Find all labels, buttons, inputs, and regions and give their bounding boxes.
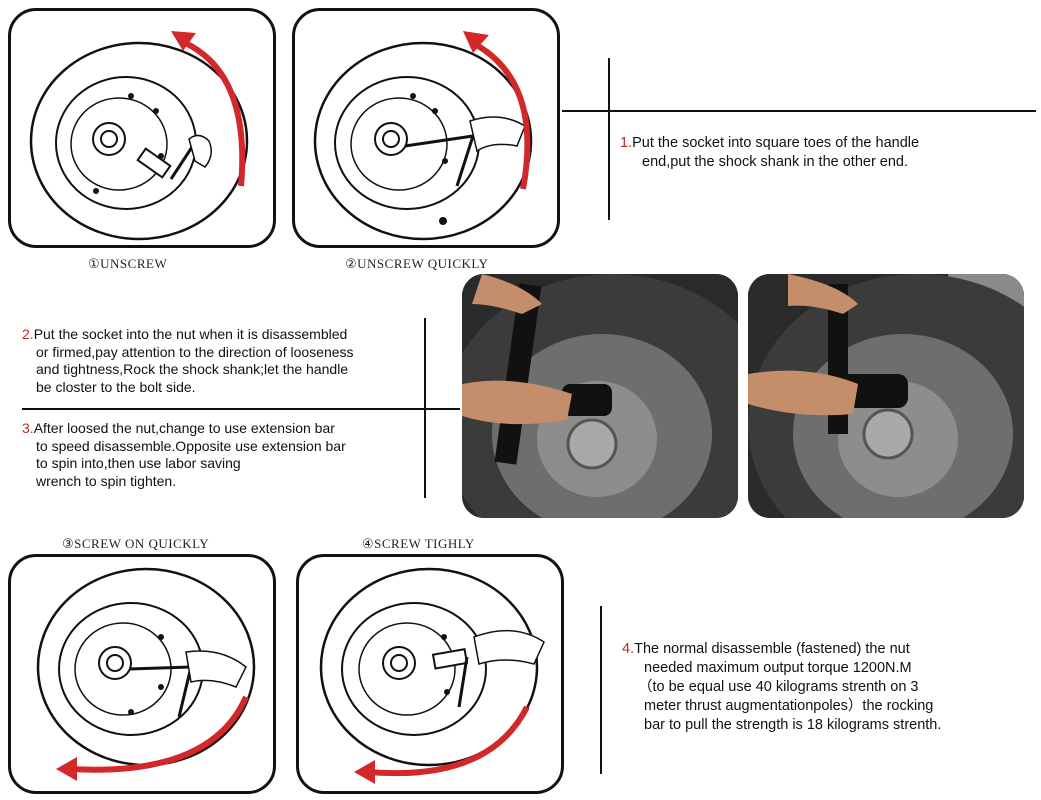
divider-step4-vertical: [600, 606, 602, 774]
diagram-unscrew: [8, 8, 276, 248]
step3-number: 3.: [22, 420, 34, 436]
caption-unscrew: ①UNSCREW: [88, 256, 168, 271]
diagram-screw-tighly: [296, 554, 564, 794]
step4-number: 4.: [622, 641, 635, 657]
step2-line1: Put the socket into the nut when it is d…: [33, 326, 348, 342]
step2-text: 2.Put the socket into the nut when it is…: [22, 326, 442, 396]
step3-line4: wrench to spin tighten.: [36, 472, 177, 489]
step1-line2: end,put the shock shank in the other end…: [642, 154, 909, 170]
step4-line3: （to be equal use 40 kilograms strenth on…: [638, 679, 919, 695]
step3-line3: to spin into,then use labor saving: [36, 455, 241, 471]
divider-step1-vertical: [608, 58, 610, 220]
step2-line3: and tightness,Rock the shock shank;let t…: [36, 361, 349, 377]
step4-line4: meter thrust augmentationpoles）the rocki…: [644, 698, 934, 714]
caption-unscrew-quickly: ②UNSCREW QUICKLY: [345, 256, 489, 271]
step2-line2: or firmed,pay attention to the direction…: [36, 343, 354, 360]
step4-line1: The normal disassemble (fastened) the nu…: [634, 641, 910, 657]
caption-screw-tighly: ④SCREW TIGHLY: [362, 536, 475, 551]
diagram-screw-on-quickly: [8, 554, 276, 794]
divider-step23-horizontal: [22, 408, 460, 410]
divider-step1-horizontal: [562, 110, 1036, 112]
step4-line2: needed maximum output torque 1200N.M: [644, 660, 912, 676]
divider-step23-vertical: [424, 318, 426, 498]
step4-line5: bar to pull the strength is 18 kilograms…: [644, 717, 942, 733]
step2-line4: be closter to the bolt side.: [36, 378, 196, 395]
step1-text: 1.Put the socket into square toes of the…: [620, 134, 1030, 172]
caption-screw-on-quickly: ③SCREW ON QUICKLY: [62, 536, 210, 551]
step1-line1: Put the socket into square toes of the h…: [632, 135, 920, 151]
step3-line1: After loosed the nut,change to use exten…: [33, 420, 335, 436]
step1-number: 1.: [620, 135, 633, 151]
photo-wrench-on-tire-1: [462, 274, 738, 518]
step3-text: 3.After loosed the nut,change to use ext…: [22, 420, 442, 490]
diagram-unscrew-quickly: [292, 8, 560, 248]
photo-wrench-on-tire-2: [748, 274, 1024, 518]
step4-text: 4.The normal disassemble (fastened) the …: [622, 640, 1034, 735]
step2-number: 2.: [22, 326, 34, 342]
step3-line2: to speed disassemble.Opposite use extens…: [36, 437, 346, 454]
